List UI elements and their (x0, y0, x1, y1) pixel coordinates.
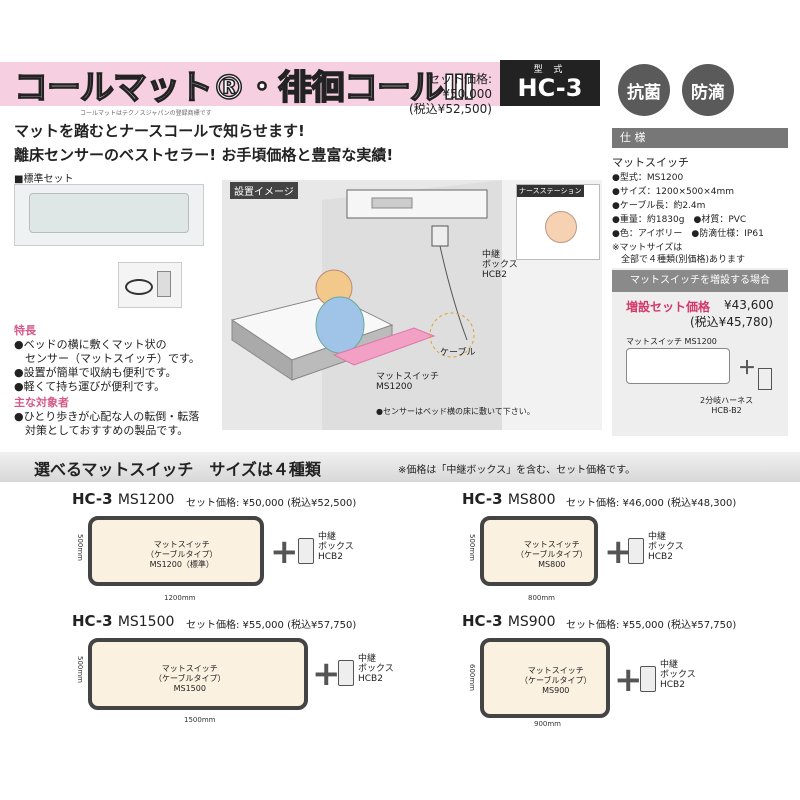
install-image (222, 180, 602, 430)
drip-proof-badge: 防滴 (682, 64, 734, 116)
feature-line: ●軽くて持ち運びが便利です。 (14, 380, 166, 393)
product-title: HC-3 MS1500 (72, 612, 175, 630)
spec-item: ●サイズ：1200×500×4mm (612, 187, 735, 197)
section-title: 選べるマットスイッチ サイズは４種類 (34, 460, 321, 479)
mat-switch-drawing (88, 638, 308, 710)
set-price-block: セット価格: ¥50,000 (税込¥52,500) (380, 72, 492, 117)
target-line: ●ひとり歩きが心配な人の転倒・転落 (14, 410, 200, 423)
nurse-station-label: ナースステーション (517, 185, 584, 197)
model-tag: 型 式 HC-3 (500, 60, 600, 106)
product-price: セット価格: ¥55,000 (税込¥57,750) (186, 620, 357, 631)
headline-1: マットを踏むとナースコールで知らせます! (14, 122, 305, 140)
relay-box-icon (640, 666, 656, 692)
harness-image (758, 368, 772, 390)
feature-line: ●ベッドの横に敷くマット状の (14, 338, 167, 351)
cable-label: ケーブル (440, 348, 476, 358)
mat-switch-drawing (480, 638, 610, 718)
product-title: HC-3 MS900 (462, 612, 556, 630)
relay-box-icon (628, 538, 644, 564)
relay-box-icon (298, 538, 314, 564)
antibacterial-badge: 抗菌 (618, 64, 670, 116)
feature-line: センサー（マットスイッチ）です。 (14, 352, 200, 365)
plus-icon: ＋ (738, 358, 756, 379)
section-note: ※価格は「中継ボックス」を含む、セット価格です。 (398, 465, 636, 476)
extension-price-label: 増設セット価格 (626, 300, 711, 314)
mat-width: 1500mm (184, 716, 216, 724)
plus-icon: + (614, 660, 643, 700)
plus-icon: + (270, 532, 299, 572)
mat-width: 1200mm (164, 594, 196, 602)
product-price: セット価格: ¥46,000 (税込¥48,300) (566, 498, 737, 509)
mat-switch-drawing (88, 516, 264, 586)
target-line: 対策としておすすめの製品です。 (14, 424, 189, 437)
relay-box-icon (338, 660, 354, 686)
install-illustration (222, 180, 502, 430)
install-note: ●センサーはベッド横の床に敷いて下さい。 (376, 407, 535, 416)
mat-photo (14, 184, 204, 246)
extension-price: ¥43,600 (724, 298, 774, 312)
section-band (0, 452, 800, 482)
product-price: セット価格: ¥50,000 (税込¥52,500) (186, 498, 357, 509)
extension-mat-label: マットスイッチ MS1200 (626, 337, 717, 346)
extension-mat-image (626, 348, 730, 384)
spec-item: ●型式：MS1200 (612, 173, 684, 183)
mat-switch-drawing (480, 516, 598, 586)
mat-height: 500mm (468, 534, 476, 561)
mat-height: 600mm (468, 664, 476, 691)
relay-box-photo (118, 262, 182, 308)
mat-label: マットスイッチ（ケーブルタイプ）MS1500 (154, 664, 226, 693)
plus-icon: + (312, 654, 341, 694)
nurse-face (545, 211, 577, 243)
install-title: 設置イメージ (230, 182, 298, 199)
model-number: HC-3 (517, 74, 583, 102)
spec-subtitle: マットスイッチ (612, 156, 689, 169)
mat-label: マットスイッチ（ケーブルタイプ）MS800 (516, 540, 588, 569)
product-price: セット価格: ¥55,000 (税込¥57,750) (566, 620, 737, 631)
trademark-note: コールマットはテクノスジャパンの登録商標です (80, 110, 212, 117)
product-title: HC-3 MS1200 (72, 490, 175, 508)
feature-line: ●設置が簡単で収納も便利です。 (14, 366, 177, 379)
spec-title: 仕 様 (612, 128, 788, 148)
product-title: HC-3 MS800 (462, 490, 556, 508)
mat-height: 500mm (76, 656, 84, 683)
product-logo: コールマット®・徘徊コールⅢ (13, 67, 476, 109)
target-title: 主な対象者 (14, 396, 69, 409)
spec-item: ●色：アイボリー ●防滴仕様：IP61 (612, 229, 764, 239)
mat-label: マットスイッチ（ケーブルタイプ）MS1200（標準） (146, 540, 218, 569)
model-label: 型 式 (533, 65, 567, 75)
spec-item: ●重量：約1830g ●材質：PVC (612, 215, 747, 225)
extension-title: マットスイッチを増設する場合 (612, 270, 788, 292)
extension-price-tax: (税込¥45,780) (690, 315, 773, 329)
mat-label: マットスイッチ（ケーブルタイプ）MS900 (520, 666, 592, 695)
set-price-tax: (税込¥52,500) (409, 102, 492, 116)
set-price: セット価格: ¥50,000 (427, 72, 492, 101)
spec-item: ●ケーブル長：約2.4m (612, 201, 706, 211)
mat-width: 900mm (534, 720, 561, 728)
mat-height: 500mm (76, 534, 84, 561)
features-title: 特長 (14, 324, 36, 337)
nurse-station-panel: ナースステーション (516, 184, 600, 260)
mat-width: 800mm (528, 594, 555, 602)
plus-icon: + (604, 532, 633, 572)
spec-item: 全部で４種類(別価格)あります (612, 255, 746, 265)
standard-set-label: ■標準セット (14, 174, 74, 185)
headline-2: 離床センサーのベストセラー! お手頃価格と豊富な実績! (14, 146, 394, 164)
spec-item: ※マットサイズは (612, 243, 683, 253)
